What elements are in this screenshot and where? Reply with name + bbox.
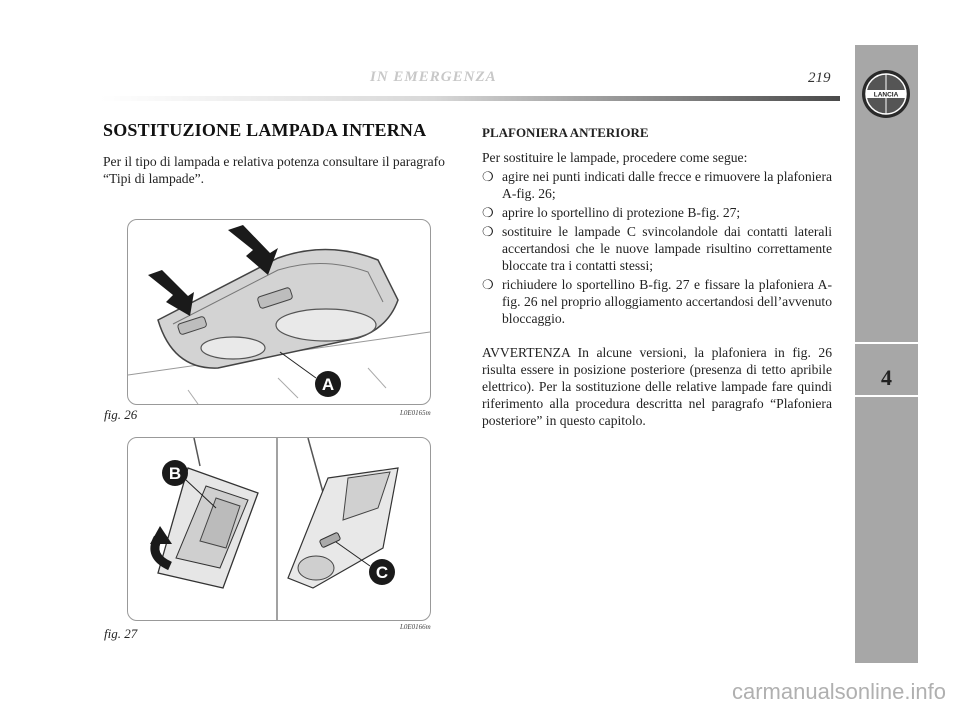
chapter-number: 4	[881, 365, 892, 390]
warning-paragraph: AVVERTENZA In alcune versioni, la plafon…	[482, 345, 832, 428]
running-header-title: IN EMERGENZA	[370, 69, 497, 85]
chapter-divider-bottom	[855, 395, 918, 397]
chapter-divider-top	[855, 342, 918, 344]
figure-27-label: fig. 27	[104, 626, 138, 641]
figure-27-code: L0E0166m	[400, 623, 431, 631]
lead-paragraph: Per sostituire le lampade, procedere com…	[482, 150, 748, 165]
chapter-tab-strip: 4	[855, 45, 918, 663]
bullet-icon: ❍	[482, 169, 494, 184]
press-arrow-left	[148, 270, 194, 316]
bullet-icon: ❍	[482, 224, 494, 239]
press-arrow-right	[228, 225, 278, 275]
list-item-text: agire nei punti indicati dalle frecce e …	[502, 169, 832, 201]
list-item: ❍ agire nei punti indicati dalle frecce …	[482, 168, 832, 202]
figure-26-illustration: A	[127, 219, 431, 405]
callout-b: B	[169, 464, 181, 483]
figure-26-code: L0E0165m	[400, 409, 431, 417]
figure-27-illustration: B C	[127, 437, 431, 621]
callout-c: C	[376, 563, 388, 582]
procedure-list: ❍ agire nei punti indicati dalle frecce …	[482, 168, 832, 327]
bullet-icon: ❍	[482, 205, 494, 220]
right-column: PLAFONIERA ANTERIORE Per sostituire le l…	[482, 124, 832, 429]
list-item-text: sostituire le lampade C svincolandole da…	[502, 224, 832, 273]
list-item: ❍ sostituire le lampade C svincolandole …	[482, 223, 832, 274]
lancia-logo: LANCIA	[862, 70, 910, 118]
watermark: carmanualsonline.info	[731, 679, 946, 704]
section-title: SOSTITUZIONE LAMPADA INTERNA	[103, 120, 427, 140]
callout-a: A	[322, 375, 334, 394]
logo-text: LANCIA	[874, 92, 899, 99]
page-number: 219	[808, 70, 831, 86]
list-item: ❍ aprire lo sportellino di protezione B-…	[482, 204, 832, 221]
header-rule	[100, 96, 840, 101]
list-item: ❍ richiudere lo sportellino B-fig. 27 e …	[482, 276, 832, 327]
left-column: SOSTITUZIONE LAMPADA INTERNA Per il tipo…	[103, 120, 453, 187]
subheading: PLAFONIERA ANTERIORE	[482, 125, 649, 140]
list-item-text: aprire lo sportellino di protezione B-fi…	[502, 205, 741, 220]
figure-26-label: fig. 26	[104, 407, 138, 422]
intro-paragraph: Per il tipo di lampada e relativa potenz…	[103, 154, 445, 186]
bullet-icon: ❍	[482, 277, 494, 292]
list-item-text: richiudere lo sportellino B-fig. 27 e fi…	[502, 277, 832, 326]
